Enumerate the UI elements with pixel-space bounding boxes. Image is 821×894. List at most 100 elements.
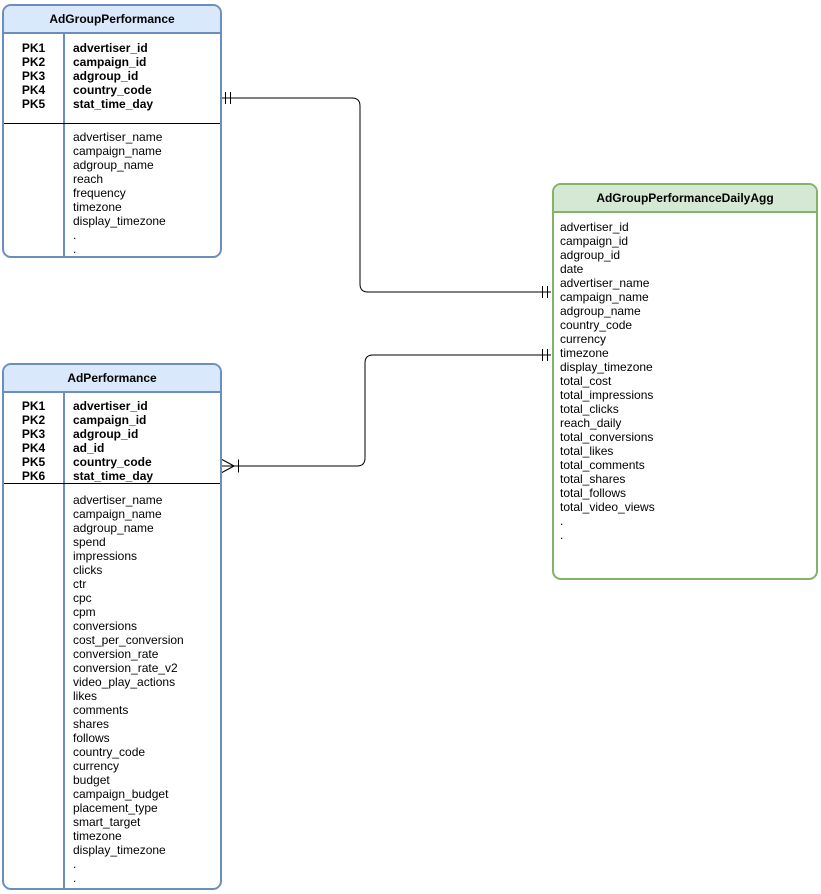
entity-title: AdGroupPerformanceDailyAgg [596,191,774,205]
entity-header: AdGroupPerformance [4,6,220,34]
attribute-field: . [560,528,564,542]
pk-label: PK6 [21,469,46,483]
pk-label-column-empty [4,124,65,256]
key-field: adgroup_id [73,427,139,441]
pk-label: PK4 [21,441,46,455]
cardinality-many-crowfoot-marker [221,459,239,473]
edge-line[interactable] [233,354,551,467]
key-field: stat_time_day [73,469,154,483]
pk-label: PK5 [21,455,46,469]
attribute-field: campaign_name [560,290,649,304]
attribute-field: conversions [73,619,138,633]
pk-label: PK2 [21,55,46,69]
pk-label: PK5 [21,97,46,111]
pk-label: PK1 [21,399,46,413]
attribute-field: campaign_budget [73,787,169,801]
attribute-field: adgroup_name [73,521,154,535]
pk-label: PK2 [21,413,46,427]
attribute-field: total_follows [560,486,627,500]
cardinality-one-and-only-one-marker [542,349,548,361]
attribute-field: frequency [73,186,126,200]
attribute-field: total_conversions [560,430,654,444]
key-field: campaign_id [73,413,147,427]
attribute-field: budget [73,773,110,787]
attribute-field: campaign_name [73,507,162,521]
key-field: advertiser_id [73,399,148,413]
attribute-field: adgroup_name [560,304,641,318]
cardinality-one-and-only-one-marker [542,286,548,298]
key-field: adgroup_id [73,69,139,83]
attribute-field: conversion_rate [73,647,159,661]
entity-title: AdGroupPerformance [49,12,175,26]
attribute-field: adgroup_name [73,158,154,172]
attribute-field: country_code [560,318,633,332]
attribute-field: total_likes [560,444,614,458]
attribute-field: display_timezone [73,214,166,228]
attribute-field: total_impressions [560,388,654,402]
attribute-field: placement_type [73,801,158,815]
entity-header: AdGroupPerformanceDailyAgg [554,185,816,213]
attribute-field: country_code [73,745,146,759]
attribute-field: . [73,871,77,885]
attribute-field: reach [73,172,104,186]
attribute-field: total_comments [560,458,645,472]
attribute-field: display_timezone [560,360,653,374]
attribute-field: campaign_id [560,234,629,248]
attribute-field: video_play_actions [73,675,176,689]
attribute-field: display_timezone [73,843,166,857]
attribute-field: cpc [73,591,92,605]
attribute-field: total_video_views [560,500,655,514]
entity-title: AdPerformance [67,371,157,385]
attribute-field: date [560,262,584,276]
attribute-field: total_clicks [560,402,619,416]
attribute-field: cpm [73,605,96,619]
key-field: country_code [73,83,152,97]
attribute-field: timezone [560,346,609,360]
attribute-field: advertiser_name [73,493,163,507]
attribute-field: adgroup_id [560,248,621,262]
attribute-field: reach_daily [560,416,622,430]
attribute-field: conversion_rate_v2 [73,661,178,675]
attribute-field: smart_target [73,815,141,829]
entity-adgroupperformancedailyagg[interactable]: AdGroupPerformanceDailyAgg advertiser_id… [552,183,818,580]
attribute-field: clicks [73,563,103,577]
attribute-field: currency [560,332,607,346]
attribute-field: advertiser_id [560,220,629,234]
attribute-field: cost_per_conversion [73,633,184,647]
attribute-field: . [560,514,564,528]
attribute-field: . [73,228,77,242]
attribute-field: total_cost [560,374,612,388]
attribute-field: . [73,857,77,871]
key-field: country_code [73,455,152,469]
key-field: advertiser_id [73,41,148,55]
cardinality-one-and-only-one-marker [225,92,231,104]
attribute-field: advertiser_name [560,276,650,290]
attribute-field: ctr [73,577,87,591]
edge-line[interactable] [222,97,551,293]
attribute-field: follows [73,731,110,745]
pk-label: PK3 [21,427,46,441]
entity-header: AdPerformance [4,365,220,393]
attribute-field: shares [73,717,110,731]
attribute-field: campaign_name [73,144,162,158]
relationship-adgroupperformance-to-dailyagg[interactable] [222,92,551,298]
pk-label: PK3 [21,69,46,83]
key-field: stat_time_day [73,97,154,111]
relationship-adperformance-to-dailyagg[interactable] [221,349,551,473]
attribute-field: timezone [73,200,122,214]
